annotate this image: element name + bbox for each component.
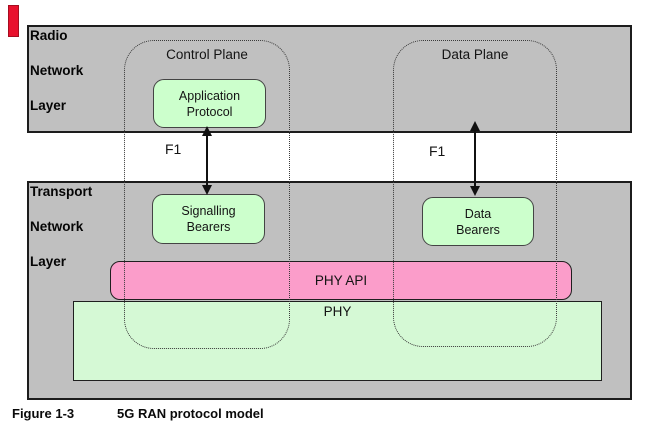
figure-caption-title: 5G RAN protocol model [117, 406, 264, 421]
data-bearers-label-line2: Bearers [456, 222, 500, 237]
radio-layer-label-line2: Network [30, 63, 84, 78]
transport-layer-label-line1: Transport [30, 184, 93, 199]
f1-arrow-left [201, 126, 213, 195]
arrowhead-down-icon [202, 185, 212, 195]
radio-layer-label-line1: Radio [30, 28, 68, 43]
transport-layer-label-line3: Layer [30, 254, 67, 269]
phy-api-label: PHY API [314, 273, 368, 288]
control-plane-label: Control Plane [166, 47, 248, 62]
revision-change-bar [8, 5, 19, 37]
data-bearers-label-line1: Data [464, 206, 492, 221]
radio-layer-label-line3: Layer [30, 98, 67, 113]
arrowhead-up-icon [202, 126, 212, 136]
arrowhead-up-icon [470, 121, 480, 131]
application-protocol-label-line1: Application [178, 88, 241, 103]
signalling-bearers-label-line2: Bearers [186, 220, 231, 234]
phy-box: PHY [73, 301, 602, 381]
data-plane-label: Data Plane [441, 47, 509, 62]
transport-layer-label-line2: Network [30, 219, 84, 234]
data-plane-group: Data Plane [393, 40, 557, 347]
arrow-shaft [206, 134, 208, 187]
application-protocol-label-line2: Protocol [186, 104, 233, 119]
f1-interface-label-left: F1 [165, 141, 182, 157]
control-plane-group: Control Plane [124, 40, 290, 349]
figure-caption-number: Figure 1-3 [12, 406, 75, 421]
signalling-bearers-box: Signalling Bearers [152, 194, 265, 244]
data-bearers-box: Data Bearers [422, 197, 534, 246]
arrowhead-down-icon [470, 186, 480, 196]
f1-interface-label-right: F1 [429, 143, 446, 159]
f1-arrow-right [469, 121, 481, 196]
signalling-bearers-label-line1: Signalling [181, 204, 236, 218]
phy-api-bar: PHY API [110, 261, 572, 300]
arrow-shaft [474, 129, 476, 188]
phy-label: PHY [323, 304, 352, 319]
